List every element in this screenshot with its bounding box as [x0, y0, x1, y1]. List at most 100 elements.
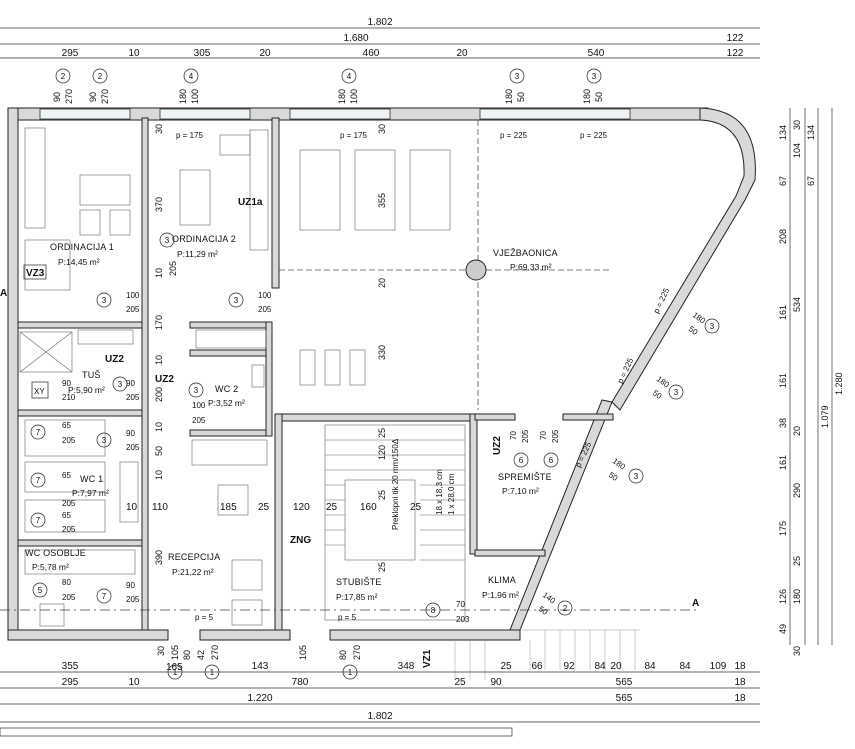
- svg-text:1: 1: [348, 668, 353, 677]
- svg-text:126: 126: [778, 589, 788, 604]
- svg-text:780: 780: [292, 677, 309, 688]
- room-area: P:14,45 m²: [58, 257, 100, 267]
- svg-text:25: 25: [377, 562, 387, 572]
- svg-text:84: 84: [679, 661, 691, 672]
- svg-text:3: 3: [634, 472, 639, 481]
- interior-dims: 30 370 10 100 205 170 10 200 10 50 390 3…: [126, 124, 422, 673]
- door-height: 205: [126, 595, 140, 604]
- dim-top-seg: 10: [128, 48, 140, 59]
- svg-text:6: 6: [519, 456, 524, 465]
- door-width: 90: [126, 379, 135, 388]
- svg-text:161: 161: [778, 373, 788, 388]
- svg-text:355: 355: [377, 193, 387, 208]
- svg-text:3: 3: [118, 380, 123, 389]
- window-label: 90: [88, 92, 98, 102]
- svg-text:90: 90: [490, 677, 502, 688]
- tag-label: UZ2: [105, 354, 124, 365]
- svg-text:170: 170: [154, 315, 164, 330]
- tag-label: UZ2: [155, 374, 174, 385]
- svg-text:42: 42: [196, 650, 206, 660]
- door-height: 205: [62, 593, 76, 602]
- svg-text:110: 110: [152, 502, 168, 513]
- svg-text:104: 104: [792, 143, 802, 158]
- room-name: WC 2: [215, 384, 238, 394]
- svg-text:25: 25: [377, 428, 387, 438]
- svg-text:30: 30: [154, 124, 164, 134]
- svg-text:7: 7: [36, 428, 41, 437]
- svg-text:25: 25: [792, 556, 802, 566]
- room-area: P:69,33 m²: [510, 262, 552, 272]
- svg-text:295: 295: [62, 677, 79, 688]
- svg-text:160: 160: [360, 502, 377, 513]
- door-height: 205: [62, 525, 76, 534]
- door-width: 100: [258, 291, 272, 300]
- svg-text:185: 185: [220, 502, 237, 513]
- svg-text:165: 165: [166, 662, 183, 673]
- tag-label: VZ3: [26, 268, 45, 279]
- top-dimensions: 1.802 1.680 122 122 295 10 305 20 460 20…: [0, 17, 760, 104]
- stair-note: Preklopni tik 20 mm/150Δ: [391, 438, 400, 530]
- svg-text:1: 1: [210, 668, 215, 677]
- svg-text:10: 10: [154, 268, 164, 278]
- svg-text:25: 25: [258, 502, 270, 513]
- window-label: 270: [64, 89, 74, 104]
- svg-text:330: 330: [377, 345, 387, 360]
- door-width: 80: [62, 578, 71, 587]
- window-label: 180: [337, 89, 347, 104]
- door-width: 90: [126, 429, 135, 438]
- svg-text:18: 18: [734, 661, 746, 672]
- svg-text:7: 7: [36, 476, 41, 485]
- bottom-dimensions: 355 30 105 80 42 270 143 105 80 270 348 …: [0, 645, 760, 737]
- svg-text:3: 3: [102, 436, 107, 445]
- room-area: P:5,78 m²: [32, 562, 69, 572]
- svg-text:120: 120: [293, 502, 310, 513]
- svg-text:2: 2: [98, 72, 103, 81]
- svg-text:134: 134: [778, 125, 788, 140]
- gym-grid: [279, 120, 610, 410]
- dim-top-overall-1: 1.802: [367, 17, 392, 28]
- sill-label: p = 175: [340, 131, 367, 140]
- svg-text:10: 10: [154, 470, 164, 480]
- dim-top-seg: 305: [194, 48, 211, 59]
- room-area: P:17,85 m²: [336, 592, 378, 602]
- window-label: 100: [190, 89, 200, 104]
- svg-text:109: 109: [710, 661, 727, 672]
- svg-text:565: 565: [616, 677, 633, 688]
- svg-text:30: 30: [156, 646, 166, 656]
- dim-top-overall-2: 1.680: [343, 33, 368, 44]
- window-height: 50: [651, 388, 664, 401]
- door-width: 65: [62, 511, 71, 520]
- door-height: 205: [192, 416, 206, 425]
- svg-text:143: 143: [252, 661, 269, 672]
- svg-text:534: 534: [792, 297, 802, 312]
- window-marker: 4: [341, 68, 357, 84]
- window-marker: 4: [183, 68, 199, 84]
- door-height: 205: [551, 429, 560, 443]
- svg-text:180: 180: [792, 589, 802, 604]
- room-name: ORDINACIJA 2: [172, 234, 236, 244]
- svg-text:20: 20: [610, 661, 622, 672]
- room-name: RECEPCIJA: [168, 552, 220, 562]
- windows-top: [39, 108, 631, 120]
- door-width: 90: [62, 379, 71, 388]
- door-height: 203: [456, 615, 470, 624]
- sill-label: p = 225: [500, 131, 527, 140]
- window-marker: 2: [55, 68, 71, 84]
- svg-text:175: 175: [778, 521, 788, 536]
- dim-top-seg: 460: [363, 48, 380, 59]
- svg-text:8: 8: [431, 606, 436, 615]
- svg-text:66: 66: [531, 661, 543, 672]
- door-height: 205: [126, 305, 140, 314]
- door-height: 205: [62, 436, 76, 445]
- room-area: P:3,52 m²: [208, 398, 245, 408]
- svg-text:25: 25: [326, 502, 338, 513]
- svg-text:84: 84: [644, 661, 656, 672]
- svg-text:67: 67: [806, 176, 816, 186]
- tag-label: VZ1: [422, 649, 433, 668]
- window-width: 180: [691, 310, 708, 325]
- svg-text:290: 290: [792, 483, 802, 498]
- svg-text:18: 18: [734, 677, 746, 688]
- svg-text:2: 2: [61, 72, 66, 81]
- dim-top-seg: 20: [259, 48, 271, 59]
- svg-text:565: 565: [616, 693, 633, 704]
